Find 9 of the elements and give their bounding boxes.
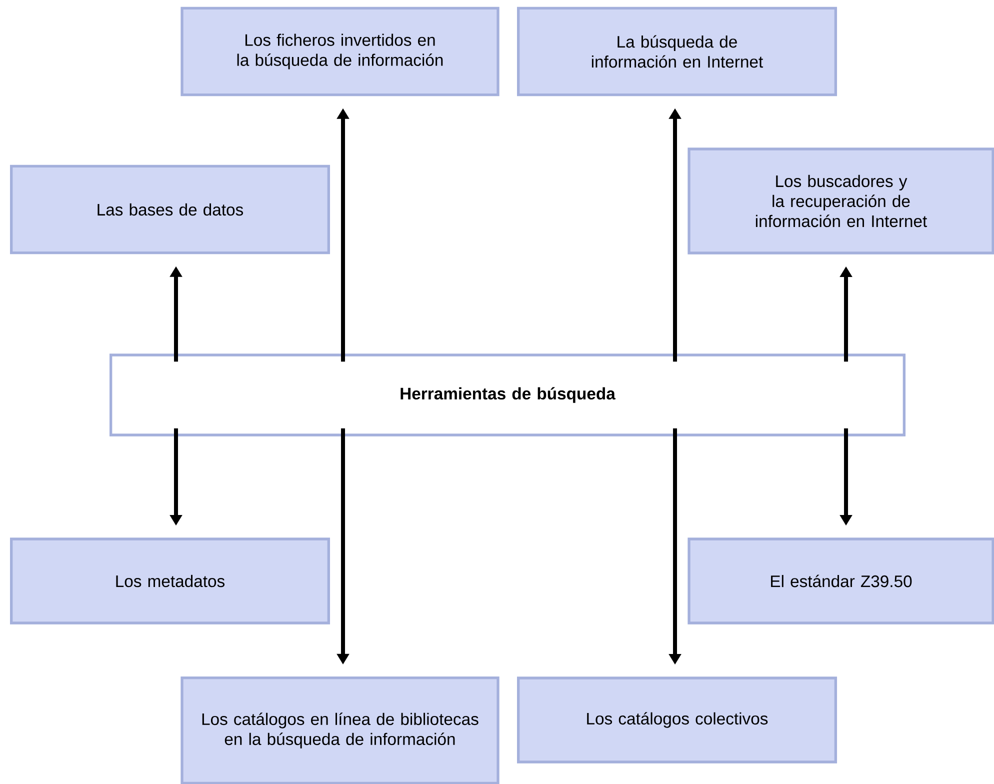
topic-box: Los ficheros invertidos en la búsqueda de información [180, 6, 500, 96]
topic-box: Los catálogos colectivos [517, 676, 838, 764]
topic-box: Las bases de datos [10, 164, 330, 254]
topic-box: La búsqueda de información en Internet [517, 6, 838, 96]
title-box: Herramientas de búsqueda [110, 354, 906, 436]
topic-box: Los metadatos [10, 538, 330, 624]
topic-box: Los buscadores y la recuperación de información en Internet [688, 148, 994, 254]
topic-box: El estándar Z39.50 [688, 538, 994, 624]
topic-box: Los catálogos en línea de bibliotecas en la búsqueda de información [180, 676, 500, 784]
